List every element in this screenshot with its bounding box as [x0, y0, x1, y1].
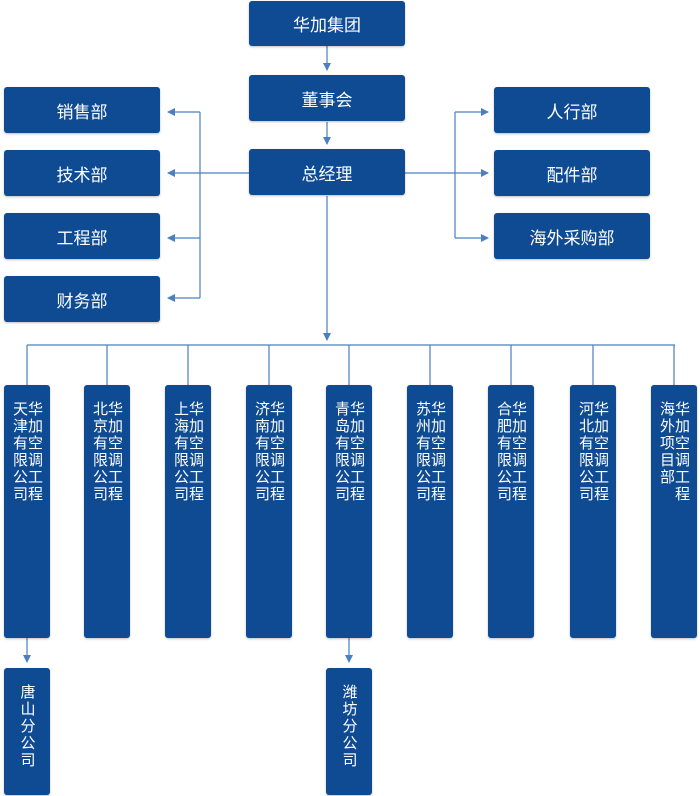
sub-prefix: 华加空调工程 — [592, 401, 610, 503]
sub-name: 海外项目部 — [658, 401, 676, 486]
node-sub-shanghai: 华加空调工程上海有限公司 — [165, 385, 211, 638]
node-hr-admin-label: 人行部 — [546, 102, 598, 123]
sub-name: 上海有限公司 — [172, 401, 190, 503]
node-tech: 技术部 — [4, 150, 160, 196]
node-general-manager: 总经理 — [249, 149, 405, 195]
node-group-label: 华加集团 — [293, 16, 361, 36]
sub-prefix: 华加空调工程 — [348, 401, 366, 503]
sub-name: 河北有限公司 — [577, 401, 595, 503]
node-engineering-label: 工程部 — [56, 228, 108, 249]
sub-prefix: 华加空调工程 — [106, 401, 124, 503]
node-overseas-purchasing-label: 海外采购部 — [529, 228, 615, 249]
node-finance-label: 财务部 — [56, 291, 108, 312]
sub-prefix: 华加空调工程 — [510, 401, 528, 503]
node-finance: 财务部 — [4, 276, 160, 322]
node-parts: 配件部 — [494, 150, 650, 196]
sub-prefix: 华加空调工程 — [673, 401, 691, 503]
sub-name: 天津有限公司 — [11, 401, 29, 503]
node-sub-hefei: 华加空调工程合肥有限公司 — [488, 385, 534, 638]
node-branch-weifang-label: 潍坊分公司 — [340, 684, 359, 769]
sub-name: 苏州有限公司 — [414, 401, 432, 503]
node-sub-beijing: 华加空调工程北京有限公司 — [84, 385, 130, 638]
node-sub-suzhou: 华加空调工程苏州有限公司 — [407, 385, 453, 638]
node-sales: 销售部 — [4, 87, 160, 133]
node-board-label: 董事会 — [301, 90, 353, 111]
sub-prefix: 华加空调工程 — [187, 401, 205, 503]
node-branch-weifang: 潍坊分公司 — [326, 668, 372, 795]
node-board: 董事会 — [249, 75, 405, 121]
node-sales-label: 销售部 — [56, 102, 108, 123]
node-branch-tangshan: 唐山分公司 — [4, 668, 50, 795]
sub-prefix: 华加空调工程 — [268, 401, 286, 503]
node-parts-label: 配件部 — [546, 165, 598, 186]
node-sub-qingdao: 华加空调工程青岛有限公司 — [326, 385, 372, 638]
node-group: 华加集团 — [249, 1, 405, 46]
node-tech-label: 技术部 — [56, 165, 108, 186]
sub-name: 青岛有限公司 — [333, 401, 351, 503]
sub-name: 济南有限公司 — [253, 401, 271, 503]
node-sub-hebei: 华加空调工程河北有限公司 — [570, 385, 616, 638]
node-branch-tangshan-label: 唐山分公司 — [18, 684, 37, 769]
node-overseas-purchasing: 海外采购部 — [494, 213, 650, 259]
sub-prefix: 华加空调工程 — [26, 401, 44, 503]
node-sub-overseas-projects: 华加空调工程海外项目部 — [651, 385, 697, 638]
node-sub-tianjin: 华加空调工程天津有限公司 — [4, 385, 50, 638]
sub-name: 北京有限公司 — [91, 401, 109, 503]
node-engineering: 工程部 — [4, 213, 160, 259]
node-hr-admin: 人行部 — [494, 87, 650, 133]
sub-prefix: 华加空调工程 — [429, 401, 447, 503]
sub-name: 合肥有限公司 — [495, 401, 513, 503]
subsidiary-drop-lines — [26, 345, 675, 385]
node-sub-jinan: 华加空调工程济南有限公司 — [246, 385, 292, 638]
node-general-manager-label: 总经理 — [301, 164, 353, 185]
